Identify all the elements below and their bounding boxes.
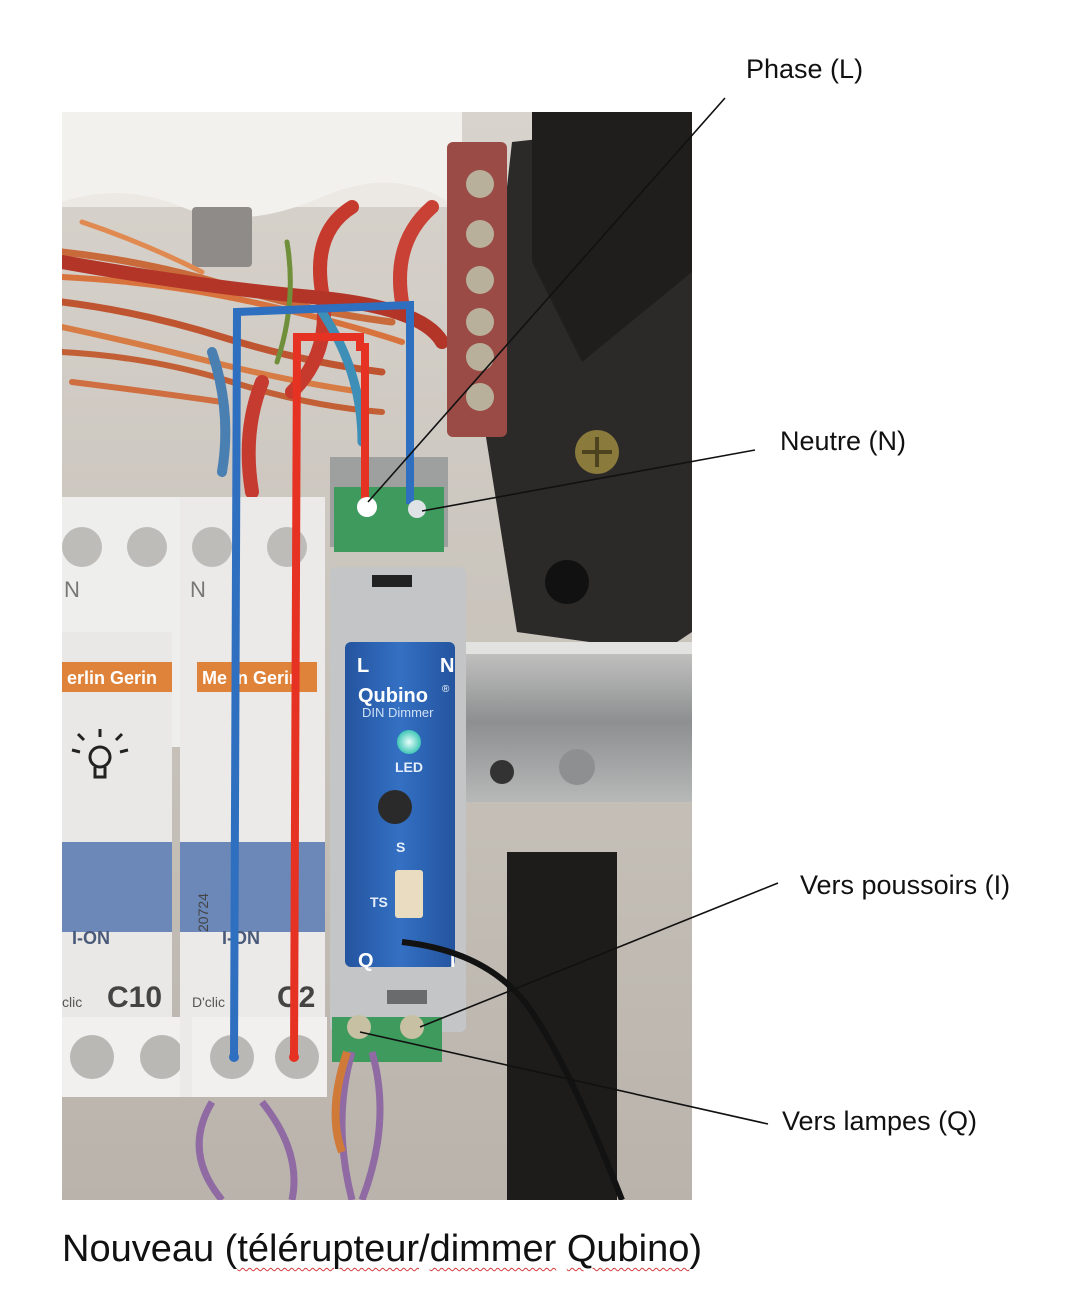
qubino-module: L N Qubino ® DIN Dimmer LED S TS Q I [330,457,466,1062]
module-led: LED [395,759,423,775]
mount-hole [545,560,589,604]
module-s: S [396,839,405,855]
caption-space [556,1228,567,1270]
module-model: DIN Dimmer [362,705,434,720]
module-q: Q [358,950,374,972]
breaker-dclic-1: clic [62,994,82,1010]
electrical-panel-photo: erlin Gerin I-ON C10 clic N N N Me in Ge… [62,112,692,1200]
breaker-n-1: N [64,577,80,602]
module-brand: Qubino [358,685,428,707]
breaker-on-2: I-ON [222,928,260,948]
plaster-edge [62,112,462,218]
breaker-ref: 20724 [195,893,211,932]
terminal-l [357,497,377,517]
lightbulb-icon [71,729,129,779]
label-phase: Phase (L) [746,54,864,84]
led-indicator [397,730,421,754]
caption-suffix: ) [689,1228,703,1270]
caption-word-telerupteur: télérupteur [237,1228,419,1270]
module-n: N [440,655,454,677]
label-poussoirs: Vers poussoirs (I) [800,870,1011,900]
ts-switch [395,870,423,918]
module-reg: ® [442,684,450,695]
breaker-rating-1: C10 [107,981,162,1014]
breaker-left: erlin Gerin I-ON C10 clic N N [62,497,192,1097]
caption: Nouveau (télérupteur/dimmer Qubino) [62,1228,702,1271]
module-l: L [357,655,369,677]
label-neutre: Neutre (N) [780,426,907,456]
breaker-dclic-2: D'clic [192,994,225,1010]
caption-word-dimmer: dimmer [429,1228,557,1270]
wire-bundle [62,200,449,499]
module-ts: TS [370,894,388,910]
s-button [378,790,412,824]
breaker-brand-1: erlin Gerin [67,668,157,688]
caption-prefix: Nouveau ( [62,1228,238,1270]
rail-screw [559,749,595,785]
label-lampes: Vers lampes (Q) [782,1106,978,1136]
gray-block [192,207,252,267]
breaker-right: N Me in Gerin I-ON 20724 C2 D'clic N [180,497,327,1097]
terminal-n [408,500,426,518]
caption-word-qubino: Qubino [566,1228,690,1270]
breaker-n-2: N [190,577,206,602]
breaker-on-1: I-ON [72,928,110,948]
breaker-brand-2: Me in Gerin [202,668,300,688]
drawn-red-wire [290,333,369,1058]
caption-slash: / [419,1228,430,1270]
